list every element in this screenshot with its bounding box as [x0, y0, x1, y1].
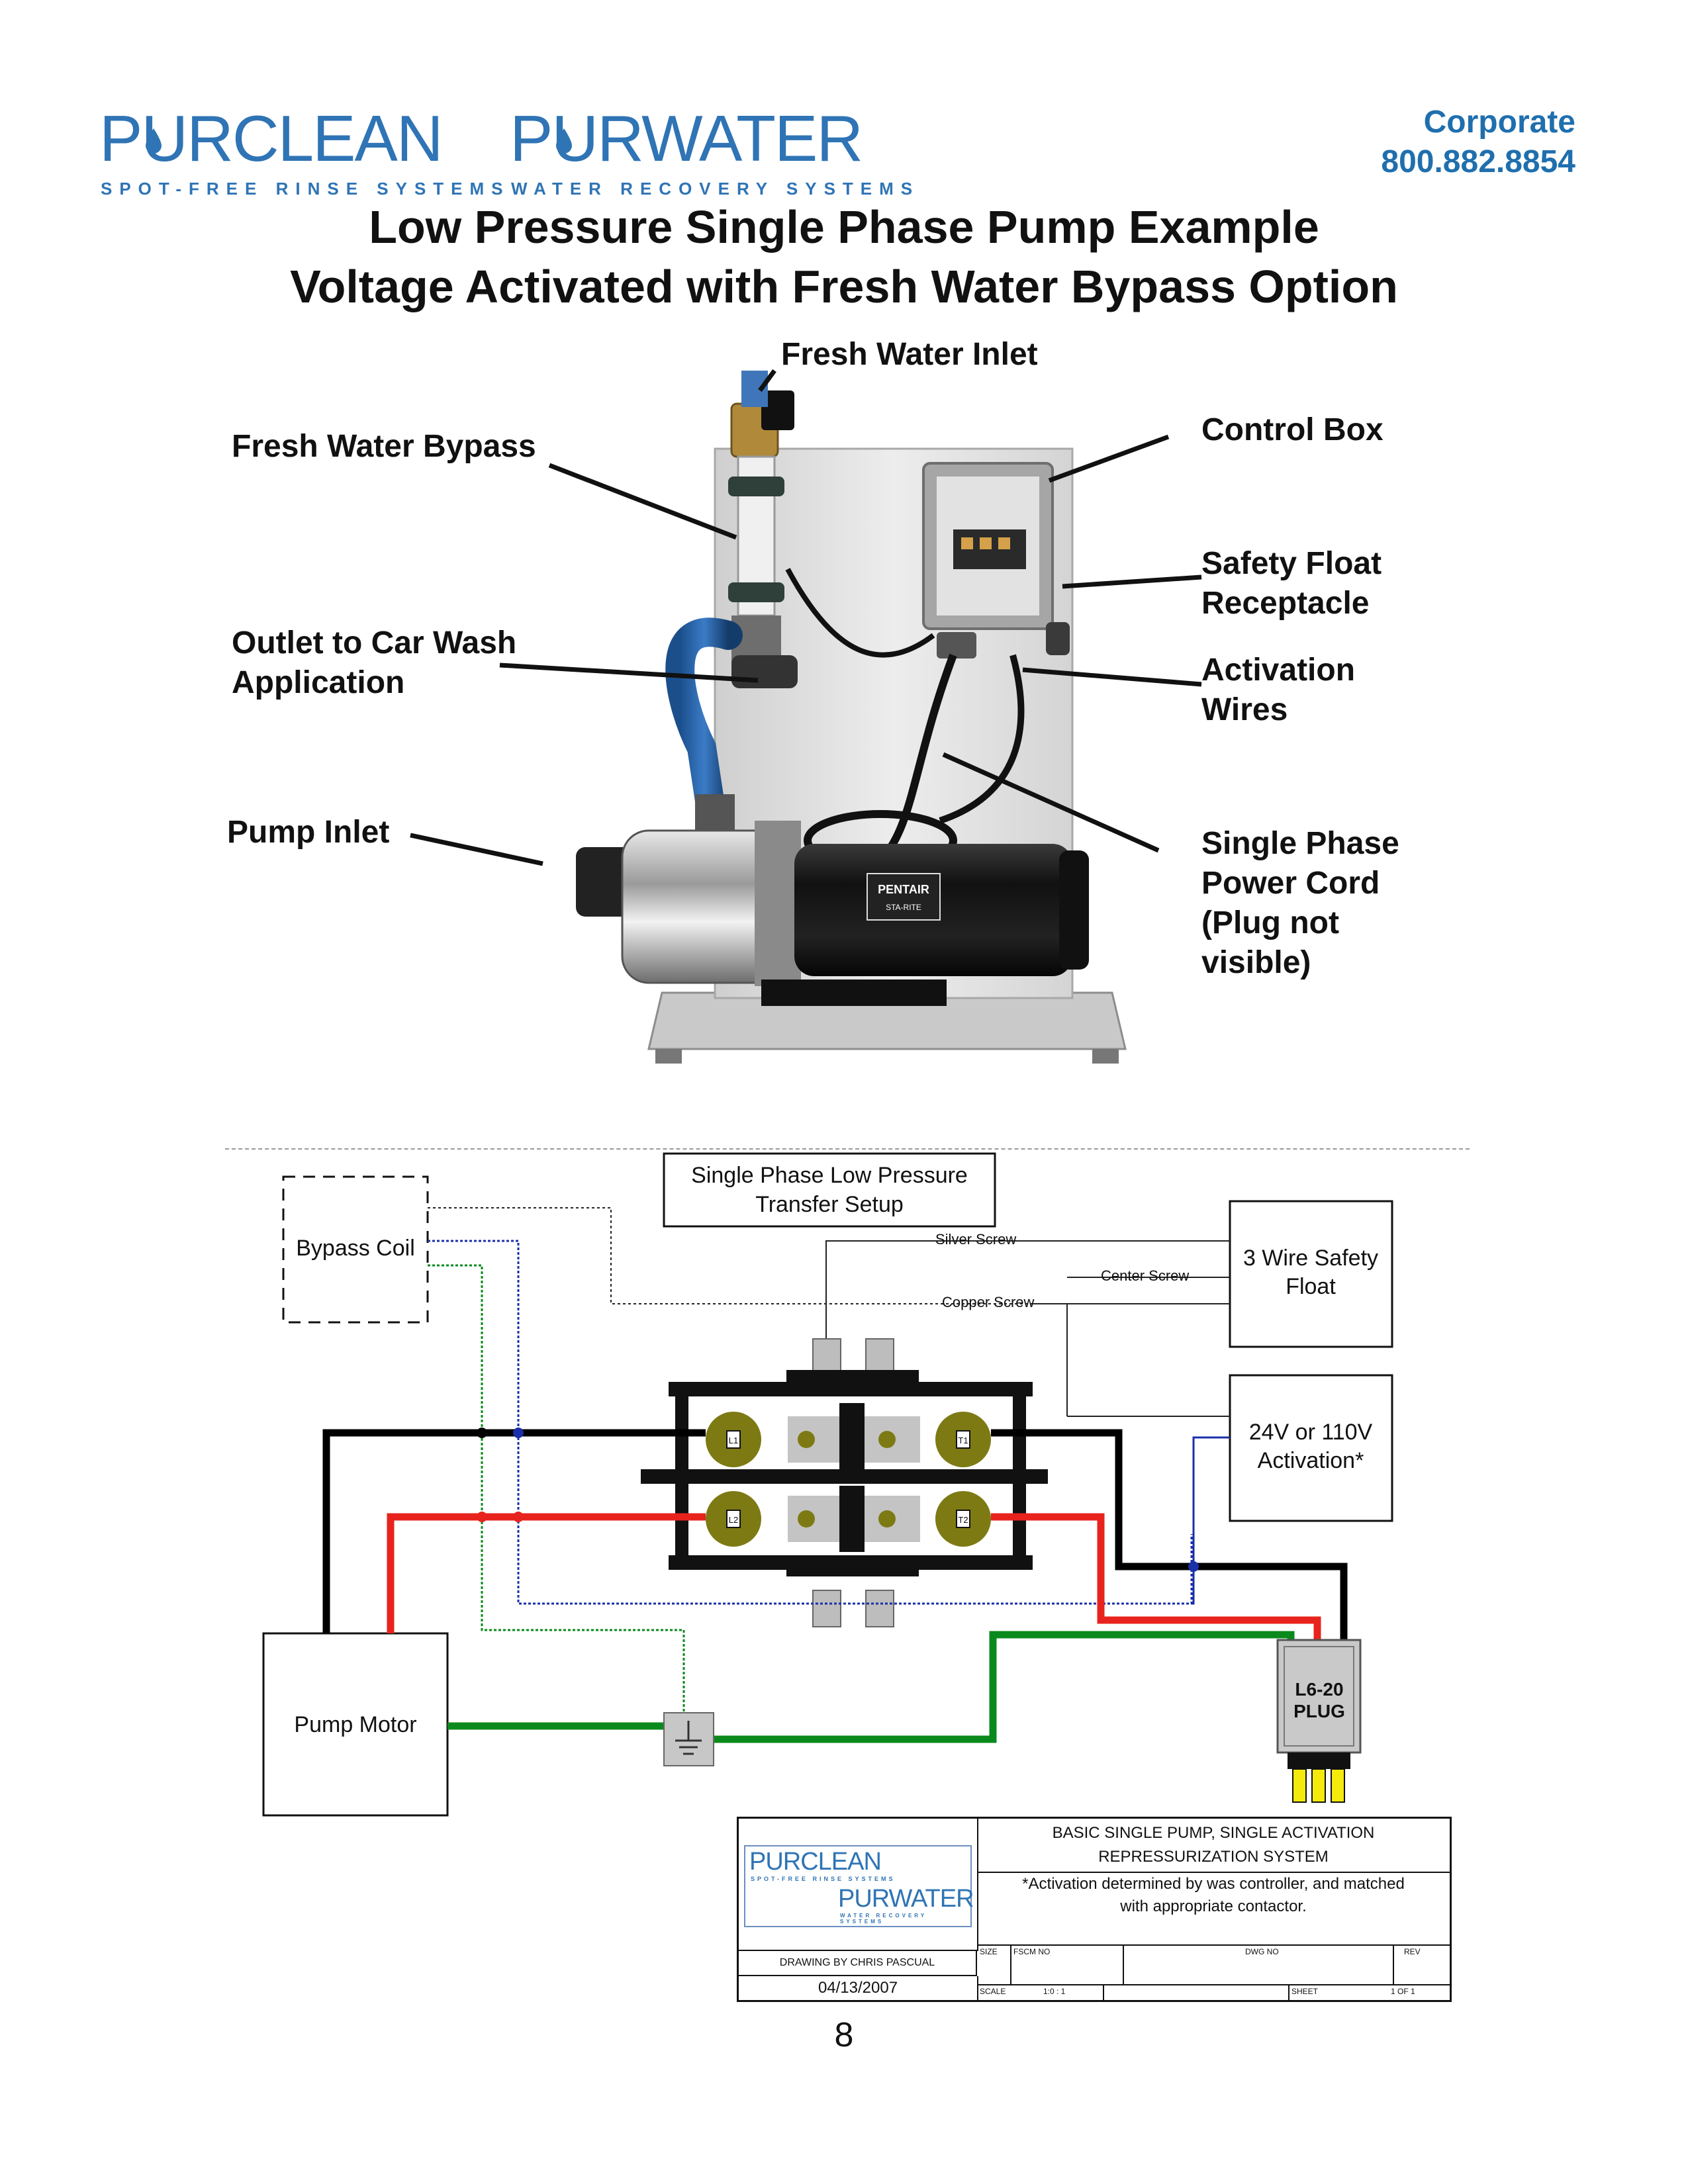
svg-text:L2: L2 [729, 1515, 738, 1525]
contactor-diagram: L1 T1 L2 T2 [641, 1338, 1048, 1627]
blue-hose [665, 617, 743, 829]
motor-endcap [1059, 850, 1089, 970]
corporate-label: Corporate [1423, 105, 1575, 140]
motor-brand: PENTAIR [878, 883, 929, 896]
page-title-line2: Voltage Activated with Fresh Water Bypas… [290, 261, 1398, 312]
system-title: BASIC SINGLE PUMP, SINGLE ACTIVATION REP… [1052, 1824, 1375, 1866]
red-wire-l2 [387, 1513, 706, 1633]
corporate-phone[interactable]: 800.882.8854 [1381, 144, 1575, 179]
callout-control-box: Control Box [1201, 412, 1383, 447]
svg-text:T1: T1 [958, 1435, 968, 1445]
activation-blue-wire [1192, 1436, 1230, 1605]
safety-float-label1: 3 Wire Safety [1243, 1246, 1378, 1271]
tb-purwater-logo: PURWATER [838, 1885, 974, 1913]
purclean-tagline: SPOT-FREE RINSE SYSTEMS [101, 179, 510, 199]
plug-body [1276, 1639, 1362, 1754]
svg-text:L1: L1 [729, 1435, 738, 1445]
page-title-line1: Low Pressure Single Phase Pump Example [369, 201, 1319, 253]
pump-motor-label: Pump Motor [294, 1712, 416, 1737]
motor-label-plate [867, 873, 941, 921]
dwg-row: SIZE FSCM NO DWG NO REV [977, 1944, 1450, 1985]
pipe-clamp [728, 582, 784, 602]
title-block-logos: PURCLEAN SPOT-FREE RINSE SYSTEMS PURWATE… [744, 1845, 974, 1927]
purwater-tagline: WATER RECOVERY SYSTEMS [511, 179, 920, 199]
tb-purwater-tag: WATER RECOVERY SYSTEMS [840, 1913, 927, 1925]
callout-safety-float: Safety Float Receptacle [1201, 546, 1382, 621]
base-foot [1092, 1049, 1119, 1064]
safety-float-label2: Float [1286, 1274, 1336, 1299]
tb-purclean-logo: PURCLEAN [749, 1848, 882, 1876]
purclean-logo: PURCLEAN SPOT-FREE RINSE SYSTEMS [99, 106, 503, 205]
plug-label1: L6-20 [1295, 1679, 1343, 1700]
drawn-by-cell: DRAWING BY CHRIS PASCUAL [739, 1950, 977, 1976]
water-drop-icon [146, 128, 162, 154]
pipe-clamp [728, 477, 784, 496]
tb-purclean-tag: SPOT-FREE RINSE SYSTEMS [751, 1876, 896, 1882]
motor-base [761, 979, 947, 1006]
drawing-date: 04/13/2007 [818, 1979, 898, 1997]
activation-wire [939, 654, 1025, 824]
ground-icon [675, 1721, 702, 1755]
page-title: Low Pressure Single Phase Pump Example V… [0, 197, 1688, 316]
callout-pump-inlet: Pump Inlet [227, 815, 390, 850]
outlet-elbow [731, 655, 798, 688]
leader-lines [410, 369, 1202, 866]
green-wire-plug [714, 1631, 1295, 1743]
section-divider [225, 1148, 1470, 1150]
bypass-green-wire [428, 1264, 685, 1719]
plug-prong [1292, 1768, 1307, 1803]
setup-title-line2: Transfer Setup [755, 1192, 904, 1217]
plug-prong [1311, 1768, 1326, 1803]
callout-fresh-water-bypass: Fresh Water Bypass [232, 429, 536, 464]
callout-power-cord: Single Phase Power Cord (Plug not visibl… [1201, 826, 1399, 980]
bypass-coil-box [282, 1175, 429, 1324]
setup-title-box [663, 1152, 996, 1228]
scale-row: SCALE 1:0 : 1 SHEET 1 OF 1 [977, 1984, 1450, 2000]
activation-label2: Activation* [1258, 1448, 1364, 1473]
activation-note: *Activation determined by was controller… [977, 1872, 1450, 1918]
motor-sub: STA-RITE [886, 903, 921, 912]
svg-text:T2: T2 [958, 1515, 968, 1525]
copper-screw-label: Copper Screw [942, 1294, 1035, 1310]
pump-inlet [576, 847, 635, 917]
callout-activation-wires: Activation Wires [1201, 653, 1356, 727]
wiring-diagram: Single Phase Low Pressure Transfer Setup… [262, 1152, 1393, 1817]
center-screw-label: Center Screw [1101, 1267, 1189, 1284]
water-drop-icon [556, 128, 572, 154]
float-solid-wires [825, 1240, 1230, 1417]
pump-motor-box [262, 1632, 449, 1817]
setup-title-line1: Single Phase Low Pressure [691, 1163, 968, 1188]
plug-label2: PLUG [1293, 1701, 1345, 1721]
safety-float-box [1229, 1200, 1393, 1348]
title-block: PURCLEAN SPOT-FREE RINSE SYSTEMS PURWATE… [737, 1817, 1452, 2002]
activation-label1: 24V or 110V [1249, 1420, 1373, 1445]
bypass-wire [785, 568, 935, 658]
pump-system-photo: PENTAIR STA-RITE [410, 369, 1202, 1064]
page-number: 8 [834, 2016, 854, 2054]
drawn-by: DRAWING BY CHRIS PASCUAL [779, 1957, 935, 1968]
callout-fresh-water-inlet: Fresh Water Inlet [781, 337, 1038, 372]
black-wire-t1 [991, 1429, 1348, 1640]
callout-outlet: Outlet to Car Wash Application [232, 625, 517, 700]
bypass-blue-wire [428, 1240, 1193, 1605]
silver-screw-label: Silver Screw [935, 1231, 1016, 1248]
red-wire-t2 [991, 1513, 1321, 1640]
hose-fitting [695, 794, 735, 834]
pump-flange [755, 821, 801, 986]
date-cell: 04/13/2007 [739, 1976, 978, 2000]
activation-box [1229, 1374, 1393, 1522]
bypass-coil-label: Bypass Coil [296, 1236, 415, 1261]
base-foot [655, 1049, 682, 1064]
plug-base [1288, 1752, 1350, 1769]
float-wires [428, 1207, 1031, 1304]
black-wire-l1 [322, 1429, 706, 1633]
purwater-logo: PURWATER WATER RECOVERY SYSTEMS [510, 106, 912, 205]
plug-prong [1331, 1768, 1345, 1803]
safety-float-receptacle [1046, 622, 1070, 655]
corporate-contact: Corporate 800.882.8854 [1258, 103, 1575, 182]
title-block-logo-cell: PURCLEAN SPOT-FREE RINSE SYSTEMS PURWATE… [739, 1819, 978, 1951]
solenoid-coil [761, 390, 794, 430]
